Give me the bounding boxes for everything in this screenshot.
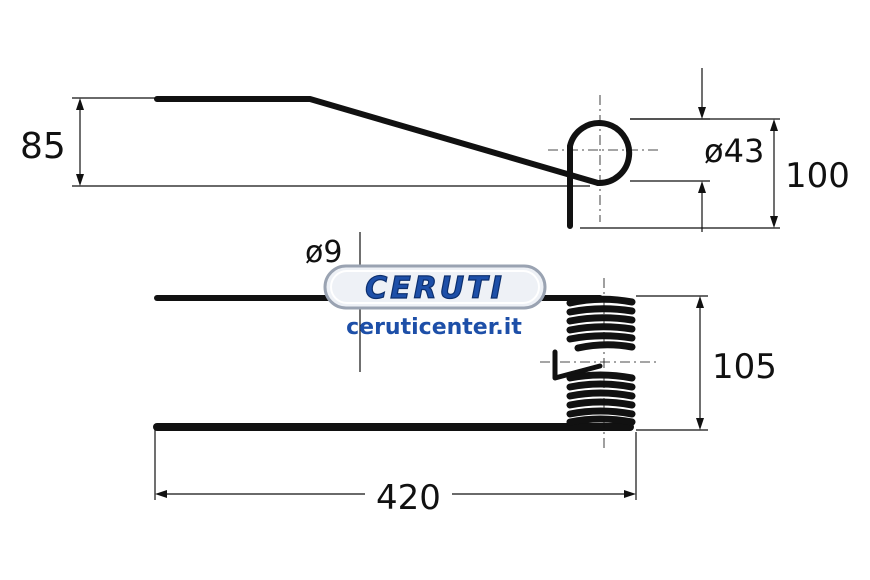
dim-43-label: ø43 — [704, 132, 764, 170]
logo-badge — [323, 264, 547, 310]
side-view: 85 ø43 100 — [20, 68, 850, 232]
logo-website-text: ceruticenter.it — [346, 315, 522, 340]
dim-100-label: 100 — [785, 156, 850, 196]
logo-brand-text: CERUTI — [365, 271, 505, 306]
dim-420-label: 420 — [376, 478, 441, 518]
dim105-arrow-top — [696, 296, 704, 308]
dim105-arrow-bottom — [696, 418, 704, 430]
dim420-arrow-right — [624, 490, 636, 498]
tine-wire-profile — [154, 96, 601, 186]
dim420-arrow-left — [155, 490, 167, 498]
ceruti-logo: CERUTI ceruticenter.it — [323, 264, 547, 340]
dim-85-label: 85 — [20, 126, 66, 167]
dim-105-label: 105 — [712, 347, 777, 387]
tine-eye-loop — [567, 120, 633, 229]
dim85-arrow-top — [76, 98, 84, 110]
dim43-arrow-top — [698, 107, 706, 119]
dim100-arrow-bottom — [770, 216, 778, 228]
dim-9-label: ø9 — [305, 235, 342, 270]
dim85-arrow-bottom — [76, 174, 84, 186]
dim43-arrow-bottom — [698, 181, 706, 193]
dim100-arrow-top — [770, 119, 778, 131]
coil-spring — [552, 295, 636, 426]
